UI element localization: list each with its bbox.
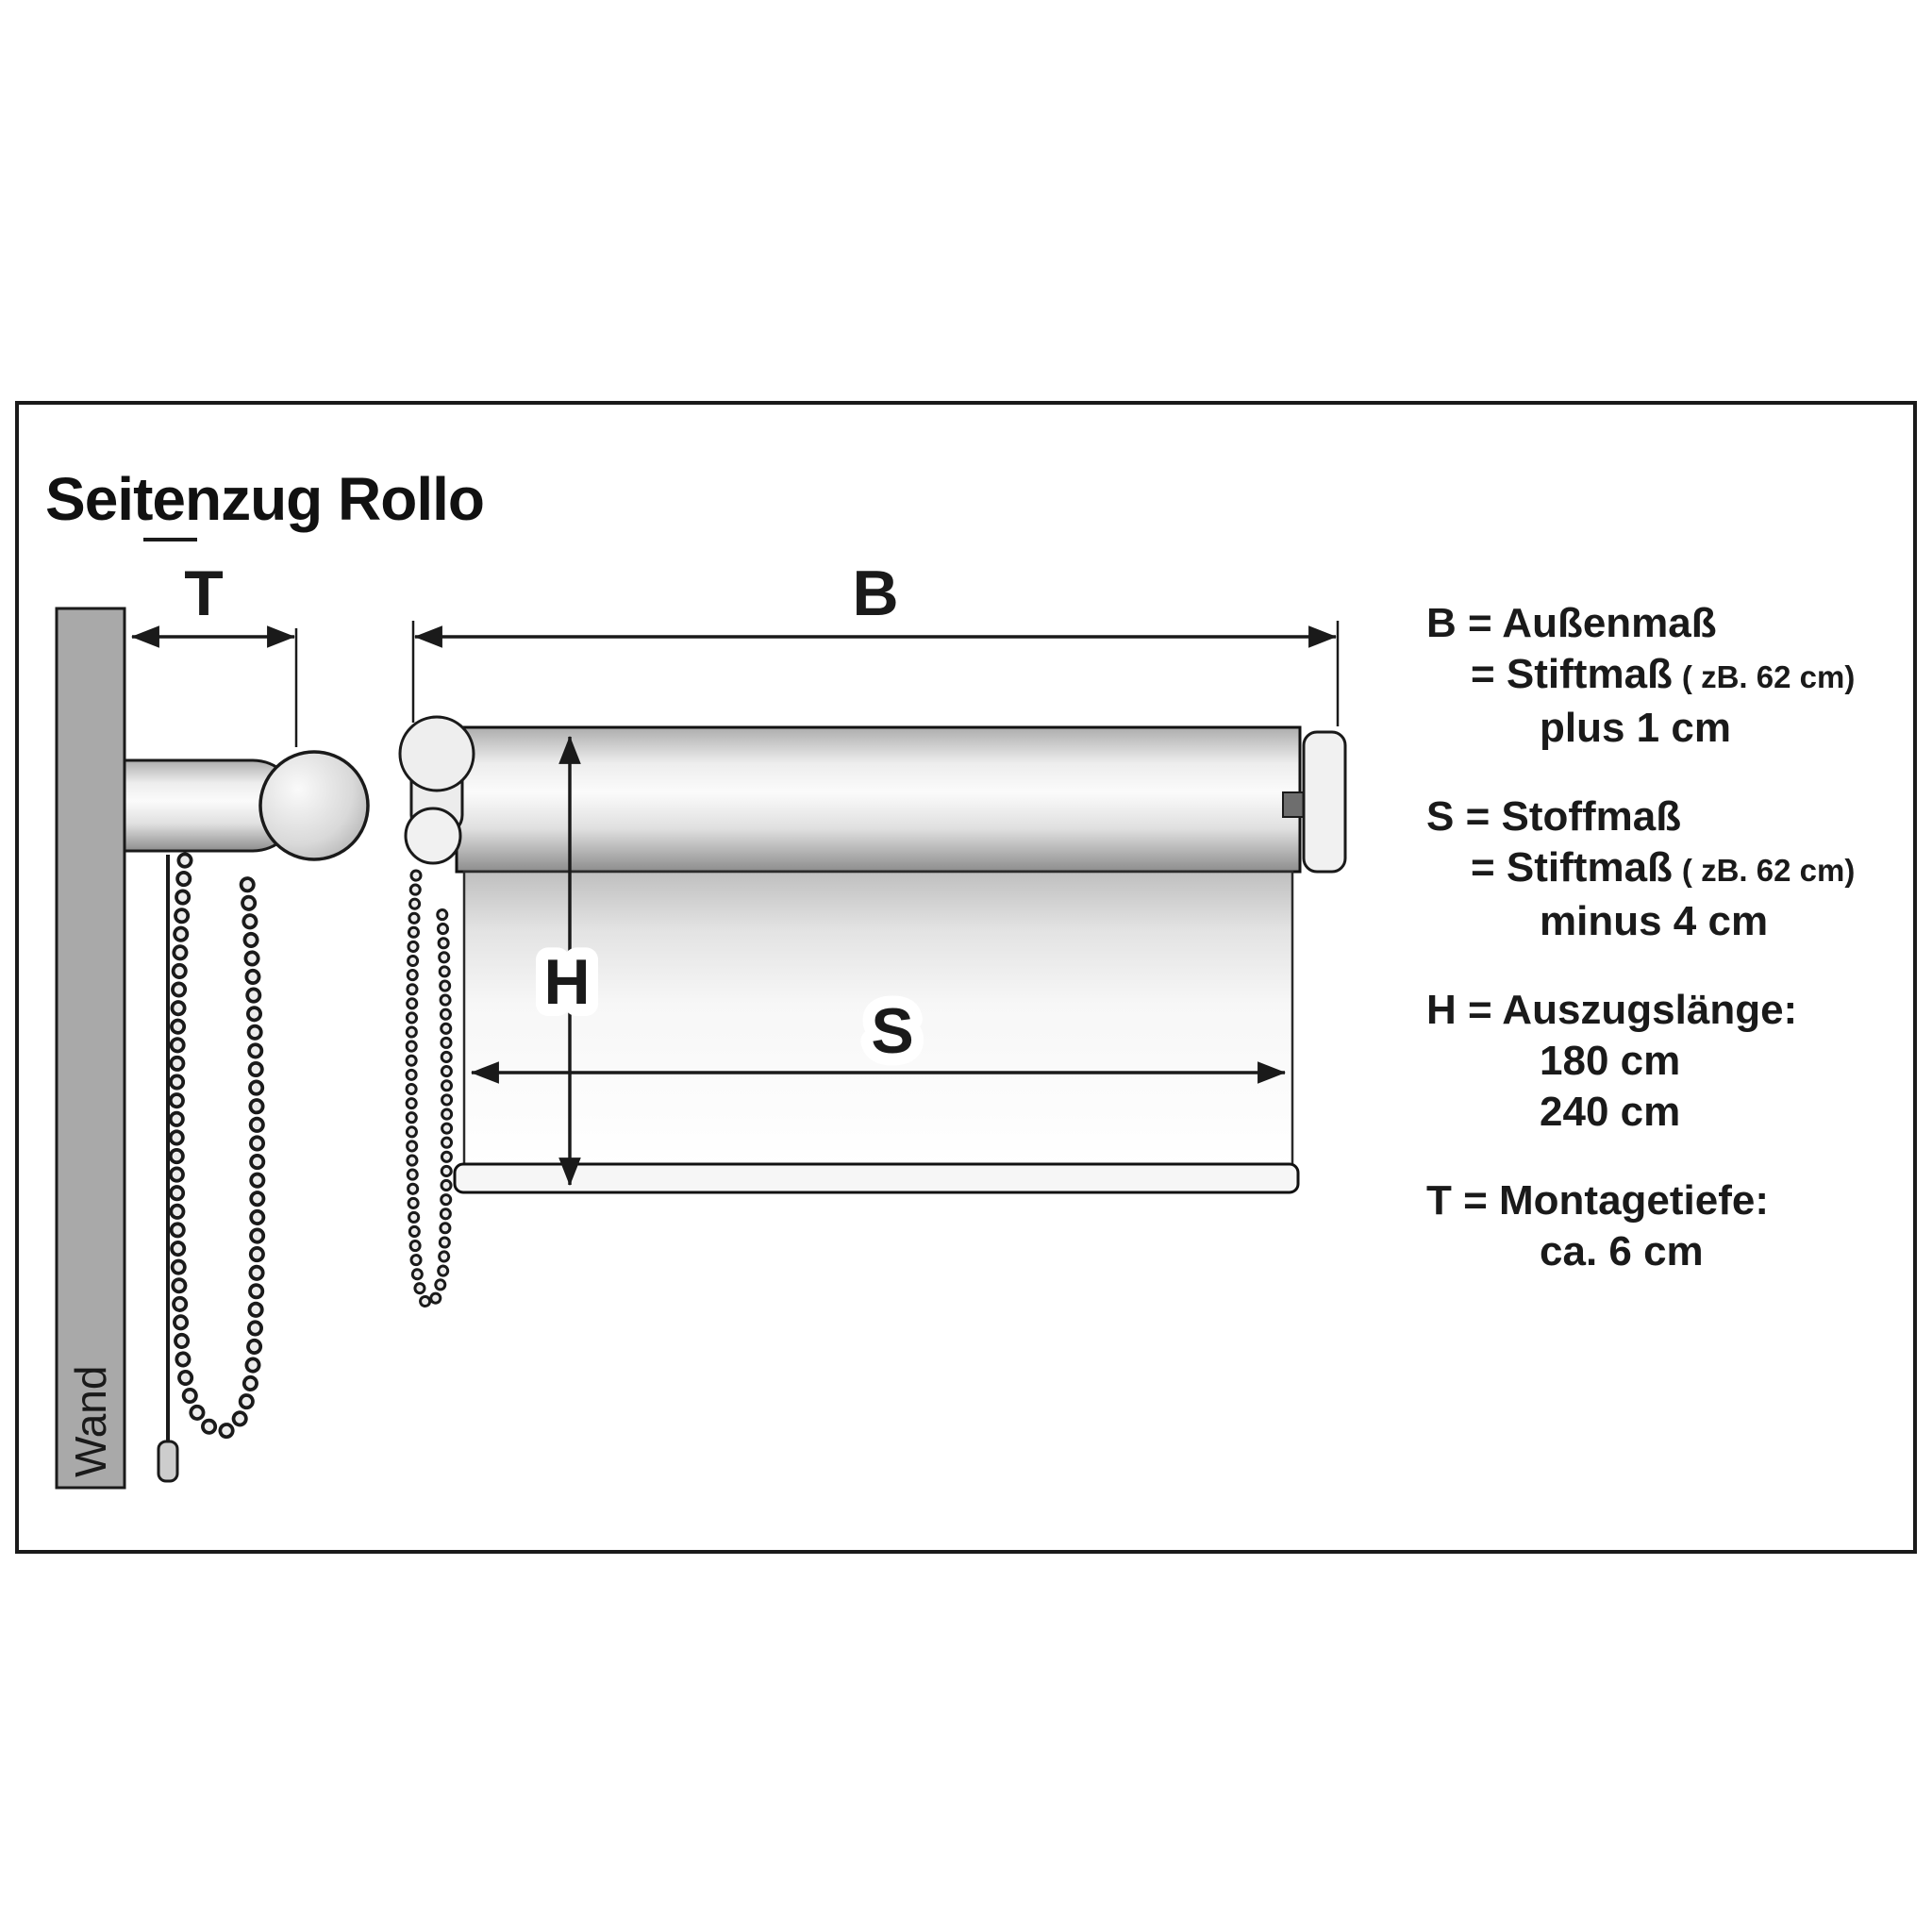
legend-t-line1: T = Montagetiefe: [1426, 1177, 1770, 1224]
wall [55, 607, 126, 1490]
legend-b-line2: = Stiftmaß( zB. 62 cm) [1471, 651, 1856, 697]
legend-group-s: S = Stoffmaß = Stiftmaß( zB. 62 cm) minu… [1426, 791, 1855, 947]
diagram-frame [15, 401, 1917, 1554]
chain-wheel-housing [258, 750, 370, 861]
legend-b-line1: B = Außenmaß [1426, 600, 1717, 646]
bead-chain-side [168, 852, 266, 1440]
legend-h-line3: 240 cm [1540, 1089, 1681, 1135]
legend-s-line1: S = Stoffmaß [1426, 793, 1682, 840]
page-title: Seitenzug Rollo [45, 465, 485, 533]
dim-h-label: H [543, 946, 590, 1018]
chain-mechanism-wheel [398, 715, 475, 792]
legend: B = Außenmaß = Stiftmaß( zB. 62 cm) plus… [1426, 598, 1855, 1315]
legend-t-line2: ca. 6 cm [1540, 1228, 1704, 1274]
fabric-panel [462, 870, 1294, 1168]
front-view: B H S [398, 558, 1347, 1310]
bottom-rail [453, 1162, 1300, 1194]
legend-group-b: B = Außenmaß = Stiftmaß( zB. 62 cm) plus… [1426, 598, 1855, 754]
roller-pin [1282, 791, 1307, 818]
legend-group-t: T = Montagetiefe: ca. 6 cm [1426, 1175, 1855, 1277]
bead-chain-front-highlight [408, 872, 451, 1307]
legend-b-line3: plus 1 cm [1540, 705, 1731, 751]
legend-s-line2: = Stiftmaß( zB. 62 cm) [1471, 844, 1856, 891]
dim-s-label: S [871, 995, 913, 1067]
cord-weight [157, 1440, 179, 1483]
roller-tube [455, 725, 1302, 874]
legend-h-line2: 180 cm [1540, 1038, 1681, 1084]
wall-label: Wand [66, 1366, 115, 1477]
legend-s-line3: minus 4 cm [1540, 898, 1769, 944]
legend-b-line2-note: ( zB. 62 cm) [1681, 659, 1856, 694]
dim-b-label: B [852, 558, 898, 629]
legend-group-h: H = Auszugslänge: 180 cm 240 cm [1426, 985, 1855, 1138]
legend-s-line2-note: ( zB. 62 cm) [1681, 853, 1856, 888]
right-bracket [1302, 730, 1347, 874]
bead-chain-side-highlight [172, 856, 262, 1436]
chain-mechanism-guide [404, 807, 462, 865]
dim-t-label: T [184, 558, 224, 629]
legend-h-line1: H = Auszugslänge: [1426, 987, 1798, 1033]
side-view: Wand T [55, 558, 370, 1490]
bead-chain-front [405, 869, 454, 1310]
